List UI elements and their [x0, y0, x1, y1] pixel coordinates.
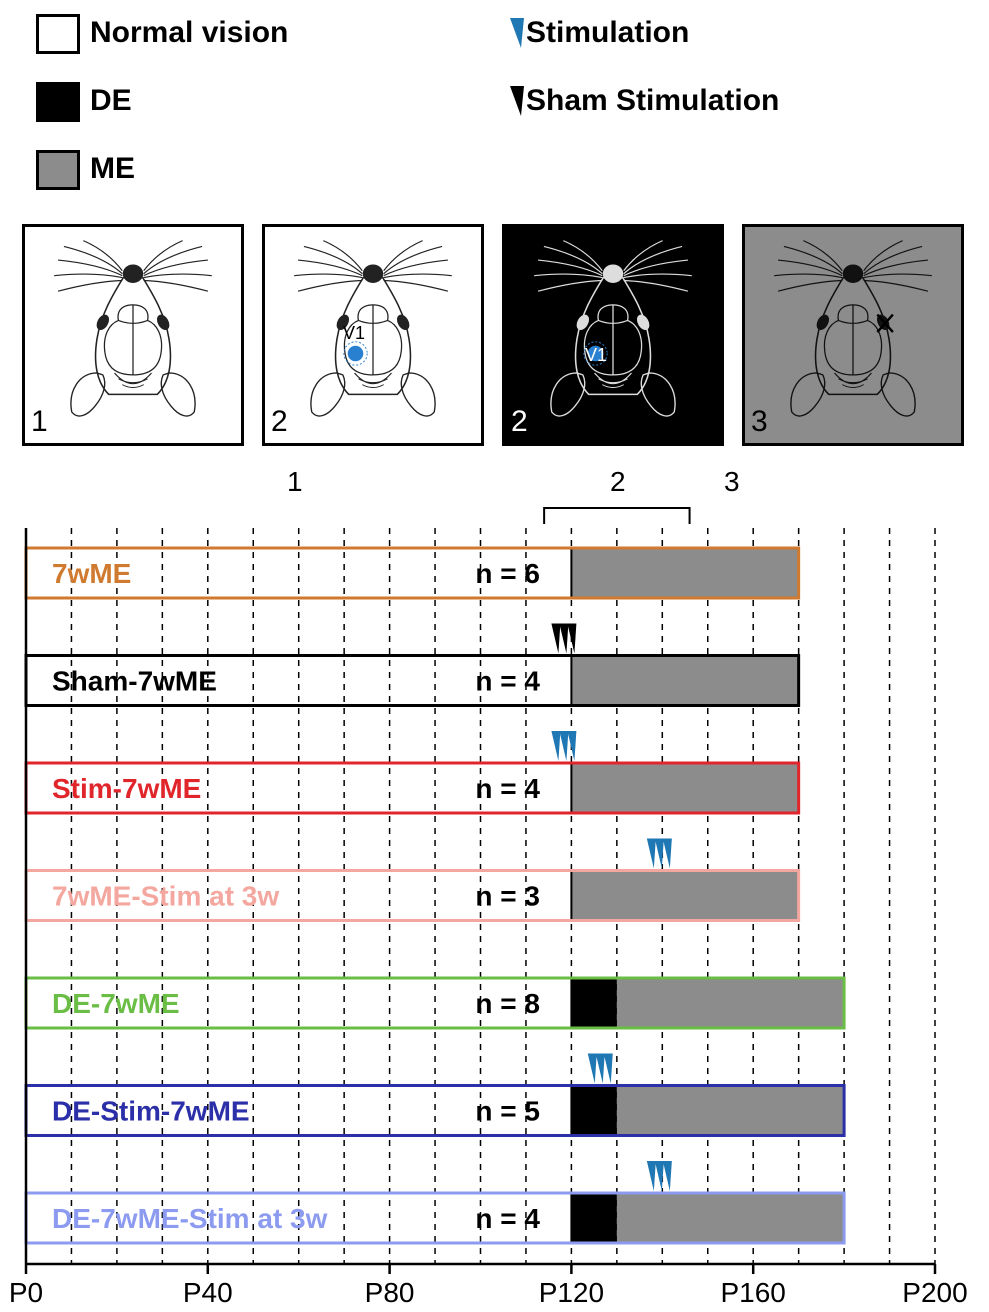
stimulation-marker — [654, 838, 664, 869]
panel-number: 2 — [271, 405, 288, 438]
group-label: DE-Stim-7wME — [52, 1096, 250, 1127]
panel-stimulation-normal: V1 2 — [262, 224, 484, 446]
phase-label-1: 1 — [287, 466, 303, 497]
de-segment — [571, 978, 617, 1028]
me-segment — [616, 978, 845, 1028]
stimulation-marker — [603, 1053, 613, 1084]
group-n-label: n = 5 — [475, 1096, 540, 1127]
panel-normal-vision: 1 — [22, 224, 244, 446]
v1-label: V1 — [343, 323, 366, 343]
phase-label-2: 2 — [610, 466, 626, 497]
group-n-label: n = 6 — [475, 558, 540, 589]
group-label: DE-7wME-Stim at 3w — [52, 1203, 328, 1234]
legend-label-stimulation: Stimulation — [526, 16, 690, 49]
panel-stimulation-dark: V1 2 — [502, 224, 724, 446]
legend-swatch-de — [36, 82, 80, 122]
group-label: Sham-7wME — [52, 666, 217, 697]
stimulation-marker-icon — [510, 18, 524, 48]
v1-label: V1 — [585, 345, 608, 365]
group-label: 7wME-Stim at 3w — [52, 881, 279, 912]
group-n-label: n = 8 — [475, 988, 540, 1019]
group-n-label: n = 4 — [475, 1203, 540, 1234]
me-segment — [571, 870, 799, 921]
x-tick-label: P160 — [720, 1277, 785, 1308]
me-segment — [571, 548, 799, 598]
x-tick-label: P200 — [902, 1277, 967, 1308]
mouse-head-icon — [533, 239, 693, 417]
stimulation-marker — [559, 731, 569, 761]
stimulation-marker — [646, 1161, 656, 1191]
stimulation-marker — [587, 1053, 597, 1084]
group-n-label: n = 4 — [475, 666, 540, 697]
legend-label-sham-stimulation: Sham Stimulation — [526, 84, 780, 117]
group-n-label: n = 3 — [475, 881, 540, 912]
x-tick-label: P0 — [9, 1277, 43, 1308]
stimulation-marker — [551, 731, 561, 761]
group-label: 7wME — [52, 558, 131, 589]
sham-stimulation-marker — [551, 623, 561, 654]
sham-stimulation-marker — [567, 623, 577, 654]
me-segment — [571, 763, 799, 813]
me-segment — [616, 1085, 845, 1136]
sham-stimulation-marker — [559, 623, 569, 654]
x-tick-label: P80 — [365, 1277, 415, 1308]
phase-2-bracket — [543, 507, 691, 524]
v1-stimulation-spot — [347, 345, 364, 362]
panel-number: 3 — [751, 405, 768, 438]
stimulation-marker — [662, 1161, 672, 1191]
experimental-timeline-chart: 7wME n = 6 Sham-7wME n = 4 Stim-7wME n = 4 7wM… — [9, 507, 968, 1308]
x-tick-label: P40 — [183, 1277, 233, 1308]
panel-number: 1 — [31, 405, 48, 438]
legend-label-me: ME — [90, 152, 135, 185]
legend-swatch-normal — [36, 14, 80, 54]
legend-swatch-me — [36, 150, 80, 190]
v1-stimulation-spot — [587, 345, 604, 362]
panel-monocular-enucleation: 3 — [742, 224, 964, 446]
stimulation-marker — [654, 1161, 664, 1191]
sham-stimulation-marker-icon — [510, 86, 524, 116]
stimulation-marker — [646, 838, 656, 869]
mouse-head-icon — [53, 239, 213, 417]
stimulation-marker — [567, 731, 577, 761]
de-segment — [571, 1193, 617, 1243]
group-label: Stim-7wME — [52, 773, 201, 804]
phase-label-3: 3 — [724, 466, 740, 497]
me-segment — [616, 1193, 845, 1243]
group-label: DE-7wME — [52, 988, 180, 1019]
me-segment — [571, 655, 799, 706]
eye-removed-x-icon — [876, 313, 894, 333]
mouse-head-icon — [293, 239, 453, 417]
panel-number: 2 — [511, 405, 528, 438]
de-segment — [571, 1085, 617, 1136]
mouse-head-icon — [773, 239, 933, 417]
stimulation-marker — [595, 1053, 605, 1084]
legend-label-normal-vision: Normal vision — [90, 16, 289, 49]
group-n-label: n = 4 — [475, 773, 540, 804]
stimulation-marker — [662, 838, 672, 869]
legend-label-de: DE — [90, 84, 132, 117]
x-tick-label: P120 — [539, 1277, 604, 1308]
